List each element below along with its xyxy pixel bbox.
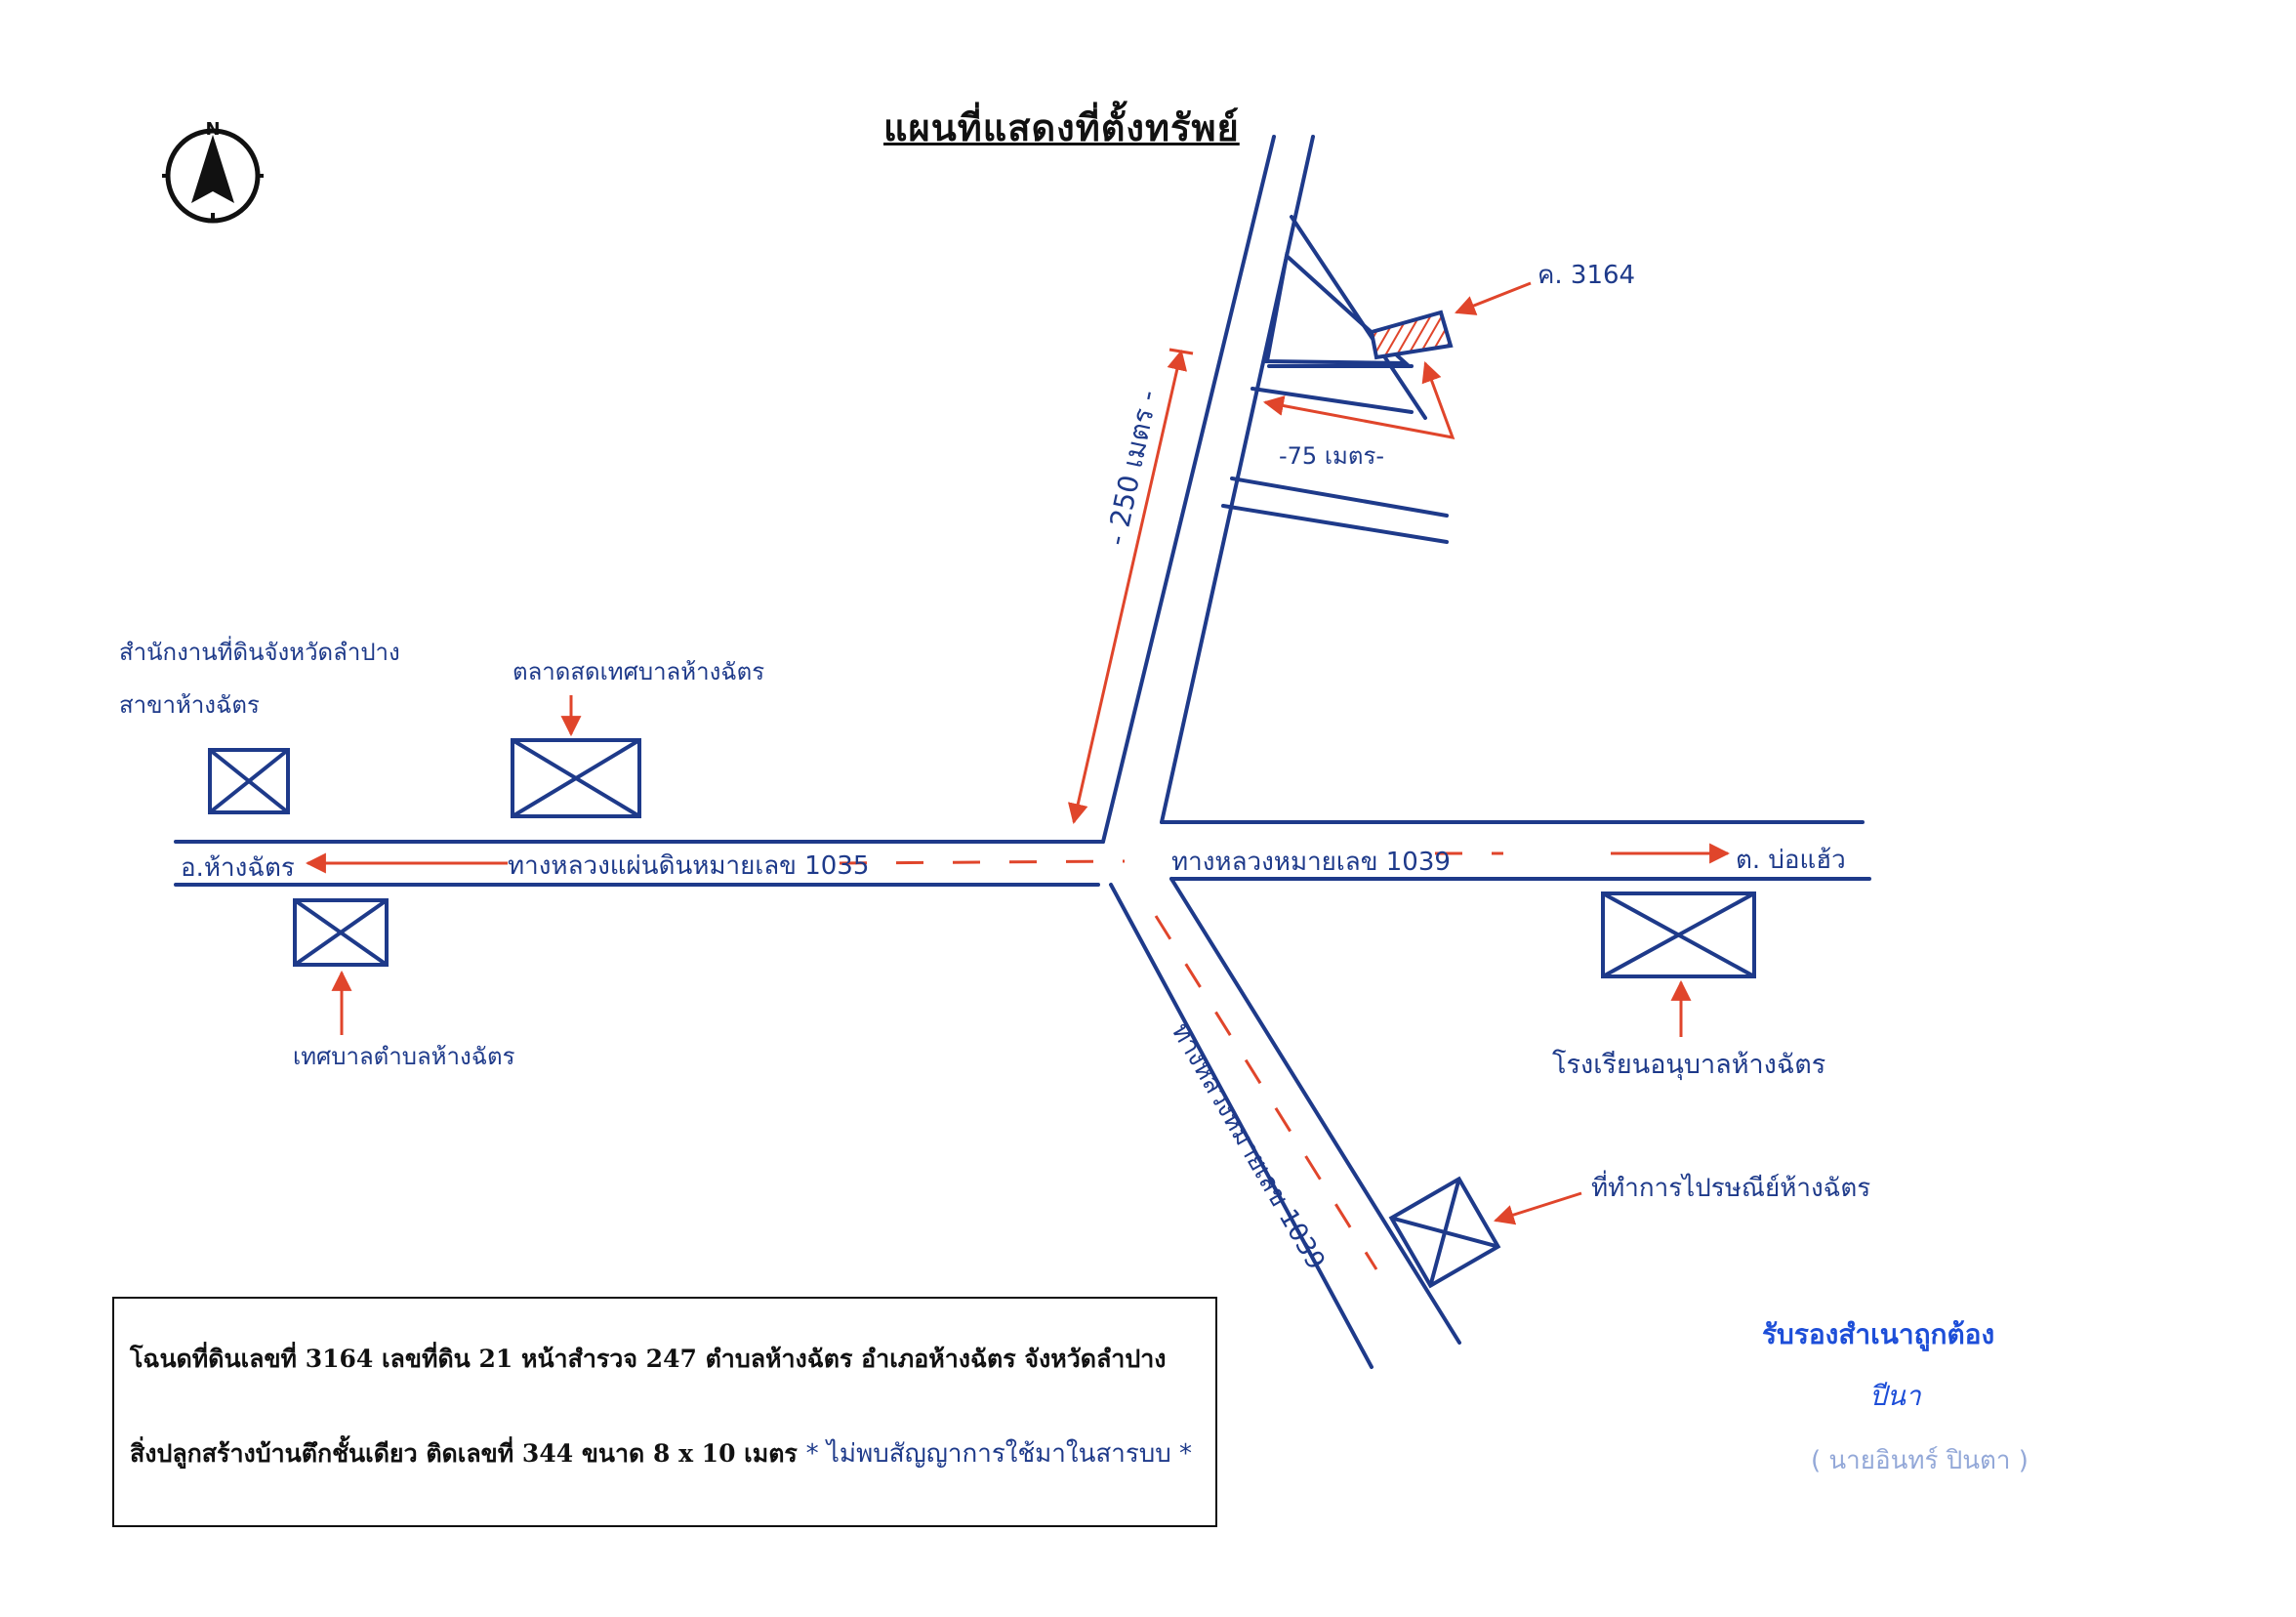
side-road-east-lower: [1221, 504, 1449, 544]
parcel-3164: ค. 3164: [1369, 261, 1635, 360]
north-label: N: [205, 119, 220, 140]
land-office-building: [208, 748, 290, 814]
road-centerline: [839, 851, 1503, 1270]
market-building: [511, 738, 641, 818]
compass-rose-icon: N: [162, 119, 264, 224]
distance-75m: -75 เมตร-: [1262, 361, 1456, 470]
map-title: แผนที่แสดงที่ตั้งทรัพย์: [883, 106, 1240, 149]
school-label: โรงเรียนอนุบาลห้างฉัตร: [1552, 1050, 1826, 1080]
deed-info-line1: โฉนดที่ดินเลขที่ 3164 เลขที่ดิน 21 หน้าส…: [130, 1345, 1167, 1373]
road-1035-label: ทางหลวงแผ่นดินหมายเลข 1035: [508, 851, 870, 881]
deed-info-line2: สิ่งปลูกสร้างบ้านตึกชั้นเดียว ติดเลขที่ …: [130, 1439, 798, 1468]
certification-signature: ปีนา: [1869, 1380, 1921, 1412]
deed-info-line2-wrapper: สิ่งปลูกสร้างบ้านตึกชั้นเดียว ติดเลขที่ …: [130, 1433, 1192, 1473]
school-building: [1601, 891, 1756, 978]
land-office-label-line2: สาขาห้างฉัตร: [119, 691, 260, 719]
landmark-pointers: [331, 695, 1692, 1225]
post-office-label: ที่ทำการไปรษณีย์ห้างฉัตร: [1591, 1174, 1871, 1203]
side-road-east-mid: [1230, 477, 1449, 518]
certification-title: รับรองสำเนาถูกต้อง: [1762, 1318, 1995, 1350]
land-office-label-line1: สำนักงานที่ดินจังหวัดลำปาง: [119, 639, 400, 666]
side-road-east-upper: [1250, 387, 1414, 414]
certification-name: ( นายอินทร์ ปินตา ): [1811, 1446, 2029, 1475]
road-se-edge-east: [1169, 877, 1461, 1345]
municipality-building: [293, 898, 389, 967]
market-label: ตลาดสดเทศบาลห้างฉัตร: [512, 658, 765, 685]
municipality-label: เทศบาลตำบลห้างฉัตร: [293, 1043, 515, 1070]
side-road-triangle-a: [1290, 215, 1427, 420]
road-1039-east-label: ทางหลวงหมายเลข 1039: [1171, 848, 1451, 877]
post-office-building: [1388, 1176, 1501, 1289]
parcel-label: ค. 3164: [1538, 261, 1635, 290]
landmark-boxes: [208, 738, 1756, 1289]
distance-250m: - 250 เมตร -: [1067, 348, 1194, 825]
direction-arrows: [305, 843, 1731, 874]
destination-bo-haeo: ต. บ่อแฮ้ว: [1736, 846, 1846, 875]
road-se-edge-west: [1109, 883, 1374, 1369]
deed-info-box: โฉนดที่ดินเลขที่ 3164 เลขที่ดิน 21 หน้าส…: [112, 1297, 1217, 1527]
distance-75m-label: -75 เมตร-: [1279, 442, 1384, 470]
deed-info-note: * ไม่พบสัญญาการใช้มาในสารบบ *: [805, 1439, 1193, 1469]
destination-hang-chat: อ.ห้างฉัตร: [181, 853, 295, 883]
